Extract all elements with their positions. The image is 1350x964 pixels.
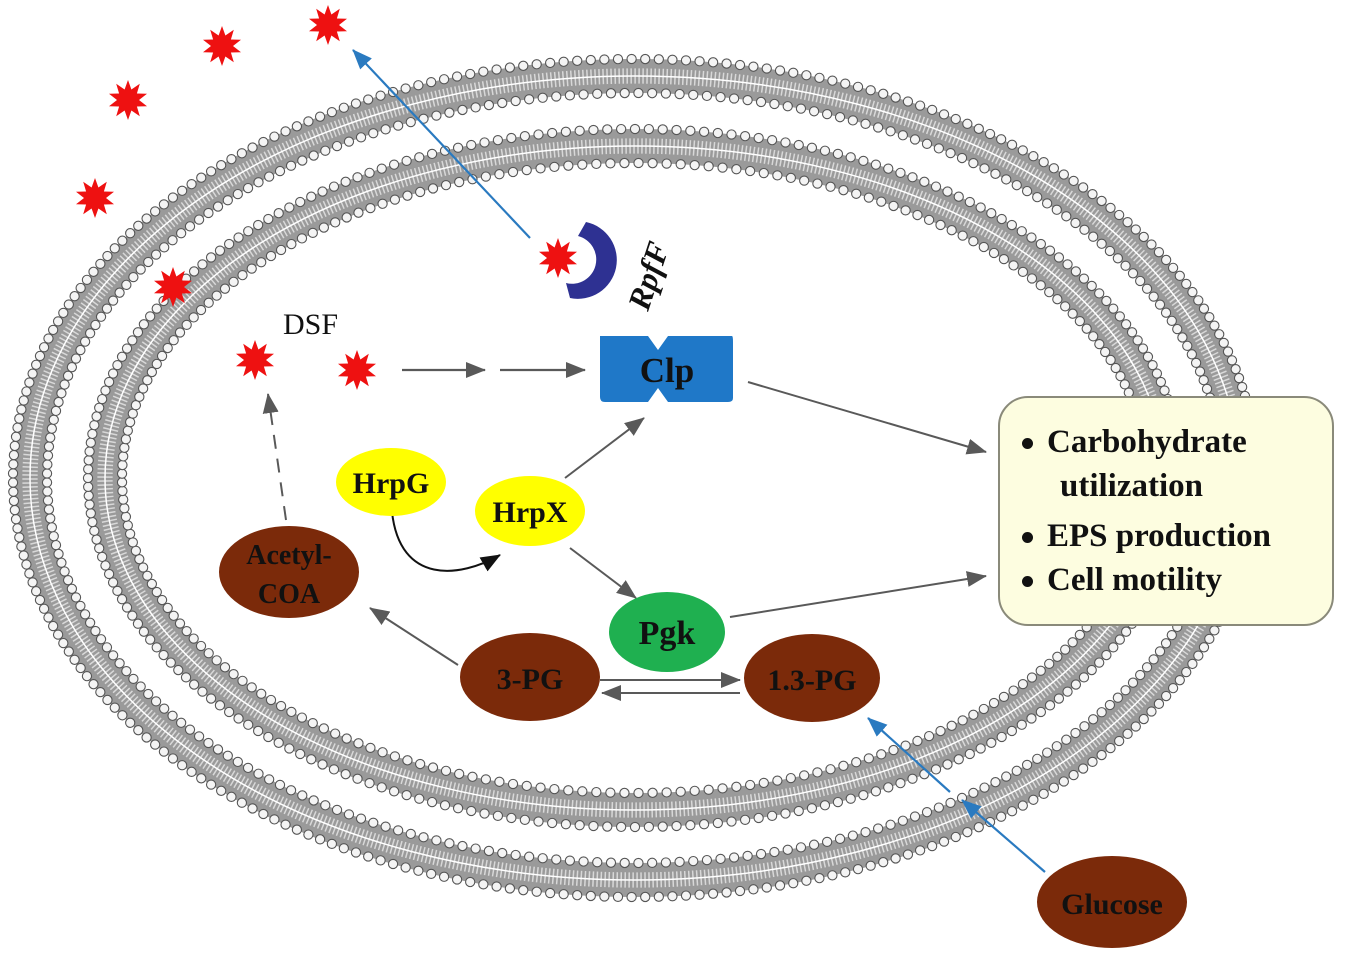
pathway-arrows [262,49,1046,873]
arrow-hrpg-to-hrpx [391,511,501,572]
3pg-node: 3-PG [460,633,600,721]
bullet-icon [1022,438,1033,449]
arrow-clp-to-outputs [747,381,987,455]
dsf-molecules [76,5,577,390]
acetyl-label-line2: COA [258,579,321,610]
bullet-icon [1022,532,1033,543]
glucose-node: Glucose [1037,856,1187,948]
dsf-label: DSF [283,308,338,341]
dsf-star-icon [236,340,274,380]
rpff-label: RpfF [620,237,676,315]
output-item3: Cell motility [1047,562,1223,598]
hrpg-node: HrpG [336,448,446,516]
3pg-label: 3-PG [497,663,564,696]
output-item1-line2: utilization [1060,468,1204,504]
hrpx-node: HrpX [475,476,585,546]
dsf-star-icon [76,178,114,218]
arrow-acetyl-to-dsf [262,393,287,521]
arrow-hrpx-to-clp [564,417,645,479]
13pg-node: 1.3-PG [744,634,880,722]
phenotype-output-box: Carbohydrate utilization EPS production … [998,396,1334,626]
rpff-shape [566,222,617,299]
clp-receptor: Clp [600,336,733,402]
hrpx-label: HrpX [493,496,568,529]
13pg-label: 1.3-PG [767,664,856,697]
acetyl-label-line1: Acetyl- [246,540,332,571]
dsf-star-icon [109,80,147,120]
output-item2: EPS production [1047,518,1272,554]
rpff-enzyme: RpfF [566,222,676,315]
pgk-label: Pgk [639,615,696,652]
glucose-label: Glucose [1061,888,1163,921]
arrow-glucose-in-2 [867,717,951,793]
outer-membrane [7,53,1263,903]
arrow-rpff-to-outside [352,49,531,239]
acetyl-coa-node: Acetyl- COA [219,526,359,618]
dsf-star-icon [539,238,577,278]
dsf-star-icon [203,26,241,66]
output-item1-line1: Carbohydrate [1047,424,1247,460]
clp-label: Clp [640,351,694,390]
arrow-glucose-in-1 [961,799,1046,873]
dsf-star-icon [338,350,376,390]
dsf-star-icon [154,267,192,307]
output-item-motility: Cell motility [1022,558,1322,602]
dsf-star-icon [309,5,347,45]
clp-shape [600,336,733,402]
hrpg-label: HrpG [353,467,430,500]
arrow-pgk-to-outputs [729,571,987,618]
output-item-carbohydrate: Carbohydrate [1022,420,1322,464]
output-item-eps: EPS production [1022,514,1322,558]
arrow-3pg-to-acetyl [369,607,459,666]
bullet-icon [1022,576,1033,587]
pgk-node: Pgk [609,592,725,672]
arrow-hrpx-to-pgk [569,547,637,599]
